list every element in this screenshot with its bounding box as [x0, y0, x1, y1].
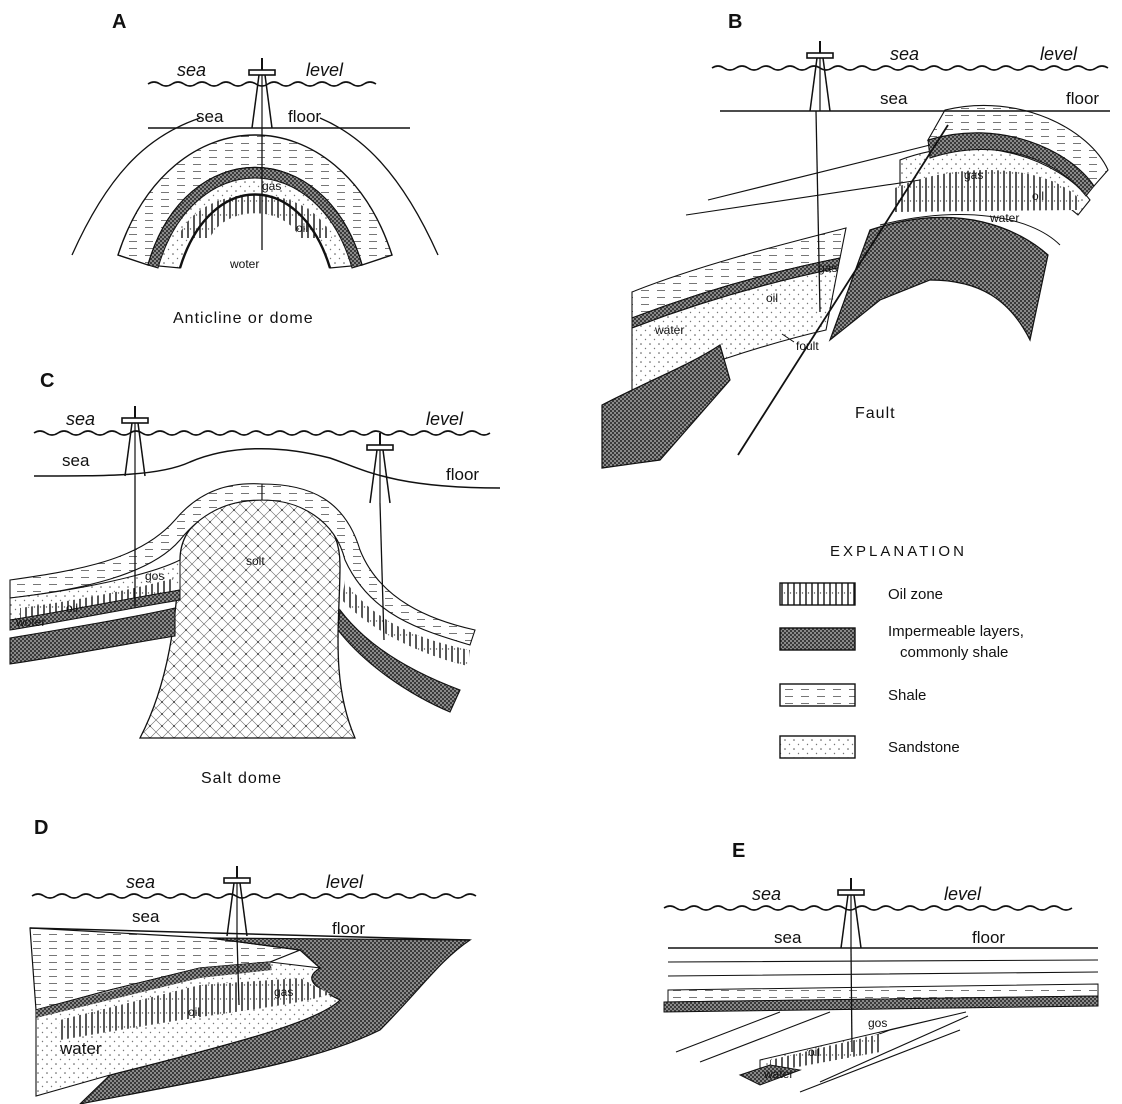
panel-c-salt-label: solt [246, 554, 265, 568]
panel-b-sea-level [712, 66, 1108, 70]
explanation-legend: EXPLANATION Oil zone Impermeable layers,… [780, 543, 1024, 758]
legend-oil-zone-label: Oil zone [888, 586, 943, 603]
panel-d-letter: D [34, 817, 48, 839]
panel-b-lower-gas: gas [818, 261, 837, 275]
panel-b-drilling-rig [807, 41, 833, 111]
panel-e-water-label: water [763, 1067, 793, 1081]
legend-impermeable-swatch [780, 628, 855, 650]
panel-c-sea-floor-left: sea [62, 451, 90, 470]
panel-d-sea-floor-left: sea [132, 907, 160, 926]
panel-b-caption: Fault [855, 405, 896, 422]
panel-c-sea-floor-right: floor [446, 465, 479, 484]
panel-a-gas-label: gas [262, 179, 281, 193]
panel-a-anticline: A sea level sea floor gas oil woter Anti… [72, 11, 438, 327]
panel-e-drilling-rig [838, 878, 864, 948]
panel-e-sea-floor-right: floor [972, 928, 1005, 947]
panel-c-caption: Salt dome [201, 770, 282, 787]
panel-e-sea-level [664, 906, 1072, 910]
panel-e-oil-label: oil [808, 1045, 820, 1059]
panel-c-level-label: level [426, 409, 464, 429]
panel-e-letter: E [732, 840, 745, 862]
explanation-title: EXPLANATION [830, 543, 967, 560]
panel-c-oil-label: oil [66, 601, 78, 615]
panel-a-sea-floor-left: sea [196, 107, 224, 126]
panel-d-oil-label: oil [188, 1005, 200, 1019]
legend-shale-swatch [780, 684, 855, 706]
panel-e-sea-floor-left: sea [774, 928, 802, 947]
panel-b-fault-label: foult [796, 339, 819, 353]
panel-d-sea-label: sea [126, 872, 155, 892]
panel-e-unconformity-trap: E sea level sea floor gos oil water [664, 840, 1098, 1092]
panel-a-drilling-rig [249, 58, 275, 128]
panel-b-upper-gas: gas [964, 168, 983, 182]
panel-b-level-label: level [1040, 44, 1078, 64]
panel-c-sea-level [34, 431, 490, 435]
panel-b-sea-label: sea [890, 44, 919, 64]
panel-b-upper-lines [686, 145, 930, 215]
panel-e-level-label: level [944, 884, 982, 904]
panel-b-sea-floor-left: sea [880, 89, 908, 108]
panel-d-sea-floor-right: floor [332, 919, 365, 938]
panel-a-sea-floor-right: floor [288, 107, 321, 126]
panel-a-caption: Anticline or dome [173, 310, 314, 327]
panel-c-salt-dome: C sea level sea floor solt gos oil woter… [10, 370, 500, 787]
panel-a-level-label: level [306, 60, 344, 80]
panel-a-sea-label: sea [177, 60, 206, 80]
panel-b-fault: B sea level sea floor gas oil water gas … [602, 11, 1110, 468]
panel-c-sea-floor [34, 449, 500, 488]
legend-impermeable-label-2: commonly shale [900, 644, 1008, 661]
legend-oil-zone-swatch [780, 583, 855, 605]
panel-c-letter: C [40, 370, 54, 392]
panel-e-well [851, 948, 852, 1052]
panel-e-sea-label: sea [752, 884, 781, 904]
legend-sandstone-swatch [780, 736, 855, 758]
panel-c-sea-label: sea [66, 409, 95, 429]
panel-b-letter: B [728, 11, 742, 33]
panel-a-water-label: woter [229, 257, 259, 271]
panel-e-gas-label: gos [868, 1016, 887, 1030]
panel-c-gas-label: gos [145, 569, 164, 583]
panel-d-level-label: level [326, 872, 364, 892]
panel-b-upper-water: water [989, 211, 1019, 225]
panel-d-drilling-rig [224, 866, 250, 936]
panel-c-left-drilling-rig [122, 406, 148, 476]
panel-d-sea-level [32, 894, 476, 898]
panel-b-lower-oil: oil [766, 291, 778, 305]
panel-e-flat-beds [668, 960, 1098, 976]
panel-b-lower-water: water [654, 323, 684, 337]
panel-d-gas-label: gas [274, 985, 293, 999]
panel-a-letter: A [112, 11, 126, 33]
panel-b-upper-oil: oil [1032, 189, 1044, 203]
legend-shale-label: Shale [888, 687, 926, 704]
panel-d-stratigraphic-trap: D sea level sea floor gas oil water [30, 817, 476, 1104]
panel-a-oil-label: oil [296, 221, 308, 235]
panel-b-right-impermeable [830, 217, 1048, 340]
legend-sandstone-label: Sandstone [888, 739, 960, 756]
panel-c-water-label: woter [15, 615, 45, 629]
panel-c-right-drilling-rig [367, 433, 393, 503]
panel-d-water-label: water [59, 1039, 102, 1058]
panel-b-sea-floor-right: floor [1066, 89, 1099, 108]
legend-impermeable-label-1: Impermeable layers, [888, 623, 1024, 640]
